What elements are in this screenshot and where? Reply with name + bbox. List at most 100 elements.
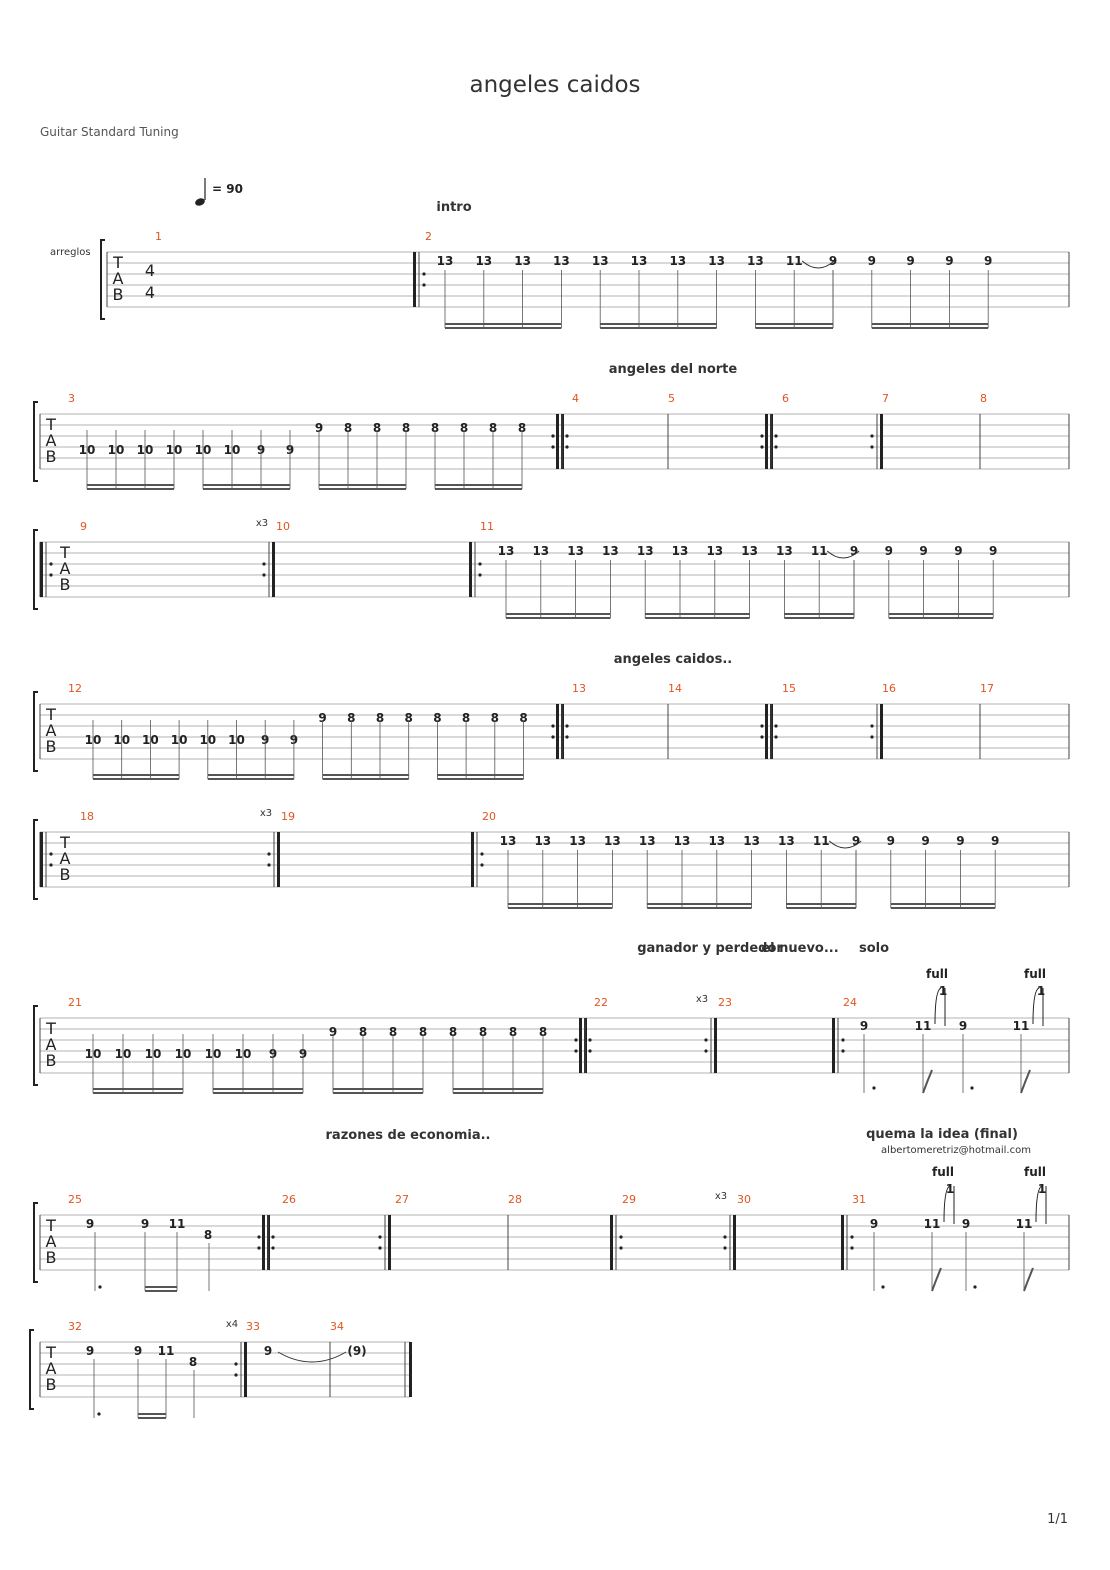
author-email: albertomeretriz@hotmail.com bbox=[881, 1145, 1031, 1156]
repeat-start-thick bbox=[262, 1215, 265, 1270]
measure-number: 21 bbox=[68, 996, 82, 1009]
fret-number: 9 bbox=[86, 1217, 94, 1231]
fret-number: 9 bbox=[945, 254, 953, 268]
section-label: intro bbox=[436, 200, 471, 215]
fret-number: 8 bbox=[373, 421, 381, 435]
repeat-end-thick bbox=[714, 1018, 717, 1073]
repeat-dot bbox=[870, 724, 874, 728]
repeat-dot bbox=[774, 434, 778, 438]
fret-number: 9 bbox=[868, 254, 876, 268]
page-number: 1/1 bbox=[1047, 1512, 1068, 1527]
fret-number: 11 bbox=[811, 544, 828, 558]
repeat-dot bbox=[262, 573, 266, 577]
tab-letter-a: A bbox=[46, 431, 57, 450]
repeat-dot bbox=[271, 1235, 275, 1239]
repeat-start-thick bbox=[413, 252, 416, 307]
fret-number: 13 bbox=[498, 544, 515, 558]
repeat-start-thick bbox=[471, 832, 474, 887]
repeat-count: x3 bbox=[715, 1191, 727, 1202]
fret-number: 13 bbox=[637, 544, 654, 558]
repeat-dot bbox=[262, 562, 266, 566]
measure-number: 16 bbox=[882, 682, 896, 695]
repeat-dot bbox=[257, 1246, 261, 1250]
repeat-dot bbox=[723, 1235, 727, 1239]
fret-number: 13 bbox=[567, 544, 584, 558]
time-signature-bottom: 4 bbox=[145, 283, 155, 302]
fret-number: 9 bbox=[829, 254, 837, 268]
bend-label: full bbox=[1024, 1165, 1046, 1179]
fret-number: 13 bbox=[741, 544, 758, 558]
fret-number: 11 bbox=[169, 1217, 186, 1231]
section-label: angeles caidos.. bbox=[614, 652, 732, 667]
fret-number: 13 bbox=[639, 834, 656, 848]
fret-number: 8 bbox=[519, 711, 527, 725]
repeat-start-thick bbox=[579, 1018, 582, 1073]
tab-letter-t: T bbox=[59, 543, 70, 562]
fret-number: 9 bbox=[906, 254, 914, 268]
measure-number: 12 bbox=[68, 682, 82, 695]
repeat-start-thick bbox=[556, 414, 559, 469]
repeat-dot bbox=[841, 1038, 845, 1042]
fret-number: 13 bbox=[669, 254, 686, 268]
system-bracket bbox=[33, 819, 38, 900]
fret-number: 8 bbox=[347, 711, 355, 725]
repeat-dot bbox=[478, 573, 482, 577]
fret-number: 13 bbox=[437, 254, 454, 268]
fret-number: 9 bbox=[870, 1217, 878, 1231]
repeat-dot bbox=[49, 852, 53, 856]
repeat-dot bbox=[565, 445, 569, 449]
fret-number: 8 bbox=[491, 711, 499, 725]
fret-number: 13 bbox=[500, 834, 517, 848]
fret-number: 9 bbox=[141, 1217, 149, 1231]
fret-number: 8 bbox=[189, 1355, 197, 1369]
fret-number: 9 bbox=[860, 1019, 868, 1033]
measure-number: 26 bbox=[282, 1193, 296, 1206]
measure-number: 2 bbox=[425, 230, 432, 243]
bend-value: 1 bbox=[1037, 984, 1045, 998]
measure-number: 3 bbox=[68, 392, 75, 405]
fret-number: 13 bbox=[708, 254, 725, 268]
tab-letter-t: T bbox=[45, 1216, 56, 1235]
fret-number: 11 bbox=[813, 834, 830, 848]
repeat-dot bbox=[774, 445, 778, 449]
repeat-dot bbox=[704, 1049, 708, 1053]
repeat-count: x4 bbox=[226, 1319, 238, 1330]
fret-number: 9 bbox=[264, 1344, 272, 1358]
repeat-dot bbox=[551, 434, 555, 438]
fret-number: 8 bbox=[449, 1025, 457, 1039]
fret-number: 9 bbox=[134, 1344, 142, 1358]
tie-arc bbox=[801, 260, 835, 269]
tab-letter-t: T bbox=[59, 833, 70, 852]
tempo-note-head bbox=[195, 198, 205, 206]
measure-number: 25 bbox=[68, 1193, 82, 1206]
measure-number: 34 bbox=[330, 1320, 344, 1333]
fret-number: 13 bbox=[631, 254, 648, 268]
fret-number: 9 bbox=[956, 834, 964, 848]
repeat-dot bbox=[234, 1373, 238, 1377]
repeat-dot bbox=[478, 562, 482, 566]
measure-number: 8 bbox=[980, 392, 987, 405]
measure-number: 32 bbox=[68, 1320, 82, 1333]
measure-number: 10 bbox=[276, 520, 290, 533]
system-bracket bbox=[33, 691, 38, 772]
repeat-dot bbox=[551, 724, 555, 728]
fret-number: 13 bbox=[778, 834, 795, 848]
fret-number: 9 bbox=[959, 1019, 967, 1033]
measure-number: 23 bbox=[718, 996, 732, 1009]
system-bracket bbox=[29, 1329, 34, 1410]
repeat-dot bbox=[267, 863, 271, 867]
repeat-dot bbox=[422, 272, 426, 276]
fret-number: 9 bbox=[850, 544, 858, 558]
repeat-dot bbox=[774, 735, 778, 739]
fret-number: 13 bbox=[706, 544, 723, 558]
fret-number: 9 bbox=[318, 711, 326, 725]
fret-number: 8 bbox=[518, 421, 526, 435]
fret-number: 9 bbox=[984, 254, 992, 268]
fret-number: 8 bbox=[402, 421, 410, 435]
repeat-dot bbox=[760, 445, 764, 449]
repeat-dot bbox=[723, 1246, 727, 1250]
repeat-end-thick bbox=[277, 832, 280, 887]
tab-letter-b: B bbox=[46, 1051, 57, 1070]
section-label: ganador y perdedor bbox=[637, 941, 783, 956]
